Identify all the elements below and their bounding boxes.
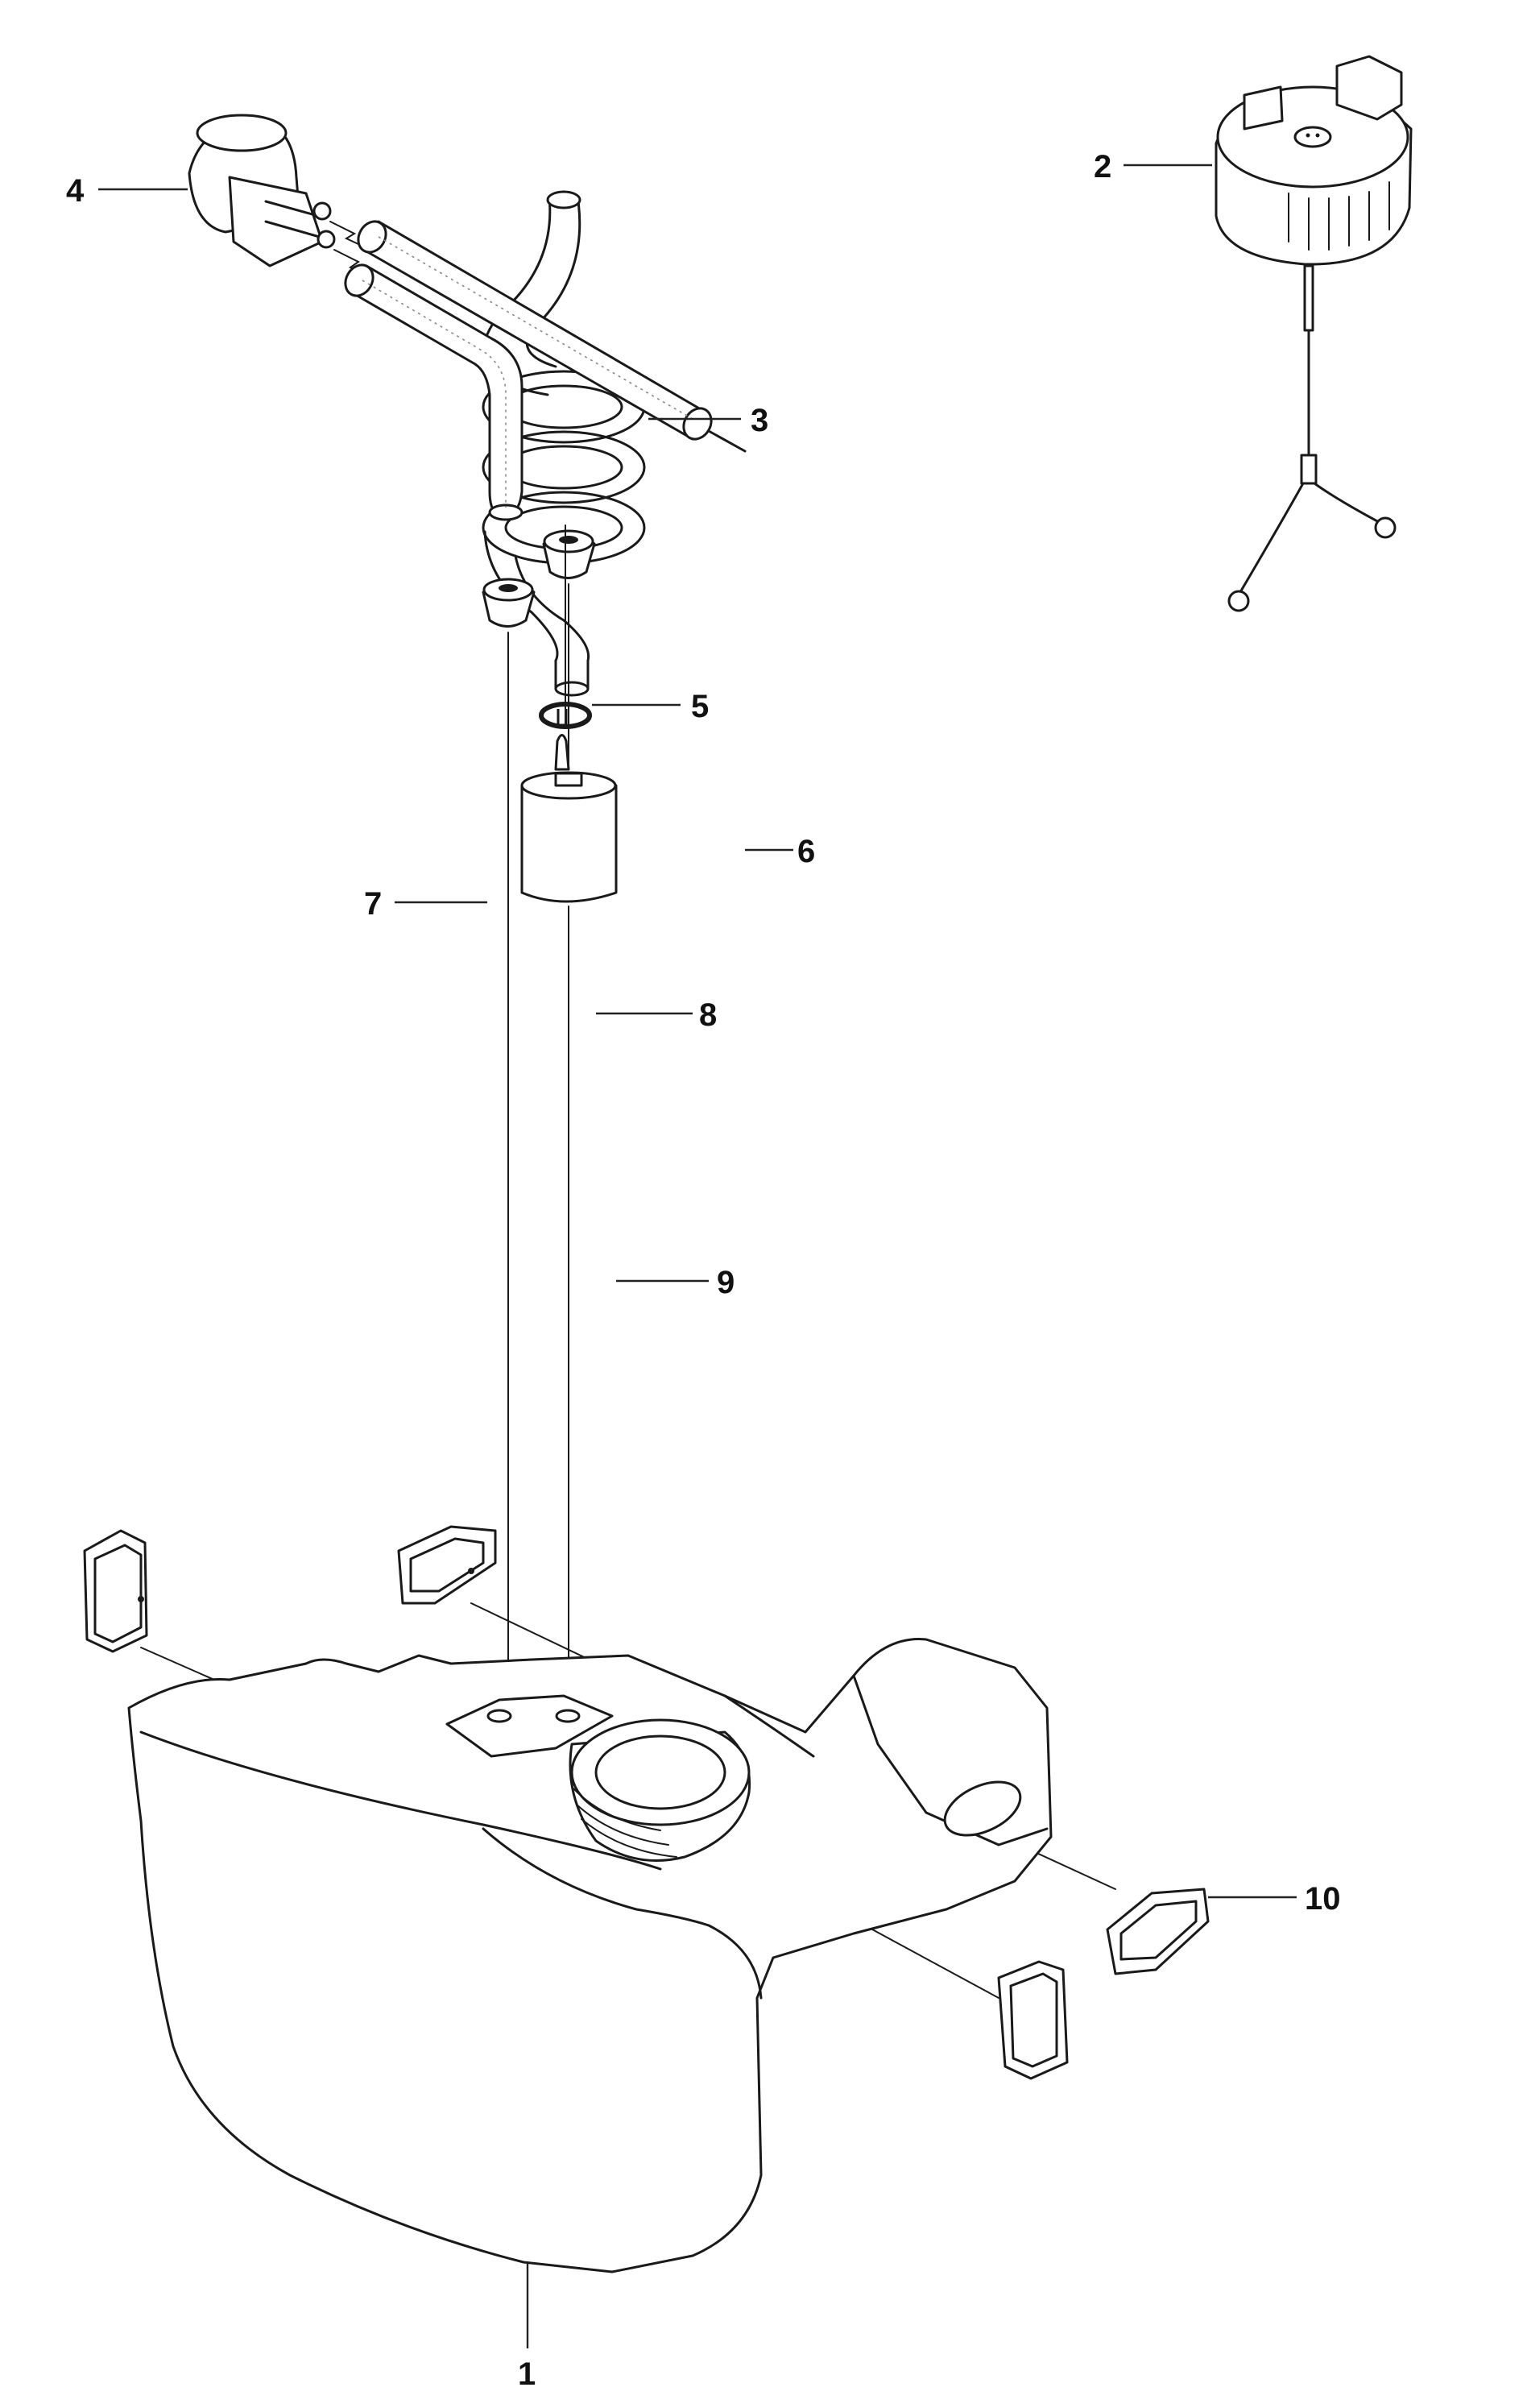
- callout-5: 5: [691, 689, 709, 724]
- part-plug-center[interactable]: [397, 1525, 497, 1605]
- part-plug-bottom[interactable]: [997, 1960, 1069, 2080]
- part-grommet-left[interactable]: [482, 578, 536, 628]
- callout-2: 2: [1094, 149, 1111, 184]
- callout-4: 4: [66, 173, 85, 209]
- callout-1: 1: [518, 2356, 536, 2392]
- callout-9: 9: [717, 1265, 735, 1300]
- part-plug-10[interactable]: [1106, 1888, 1210, 1975]
- part-fuel-cap[interactable]: [1215, 55, 1413, 612]
- part-fuel-tank[interactable]: [127, 1638, 1053, 2273]
- part-straight-hose[interactable]: [353, 217, 747, 453]
- callout-leaders: [98, 164, 1297, 2348]
- part-plug-left[interactable]: [83, 1529, 148, 1653]
- part-grommet-right[interactable]: [542, 529, 596, 579]
- callout-7: 7: [364, 886, 382, 922]
- part-fuel-filter[interactable]: [520, 709, 618, 903]
- callout-labels: 2 3 4 5 6 7 8 9 10 1: [66, 149, 1341, 2392]
- callout-3: 3: [751, 403, 768, 438]
- callout-8: 8: [699, 997, 717, 1033]
- part-primer-bulb[interactable]: [188, 114, 379, 281]
- part-bent-hose[interactable]: [340, 260, 523, 521]
- callout-6: 6: [797, 834, 815, 869]
- callout-10: 10: [1305, 1881, 1341, 1917]
